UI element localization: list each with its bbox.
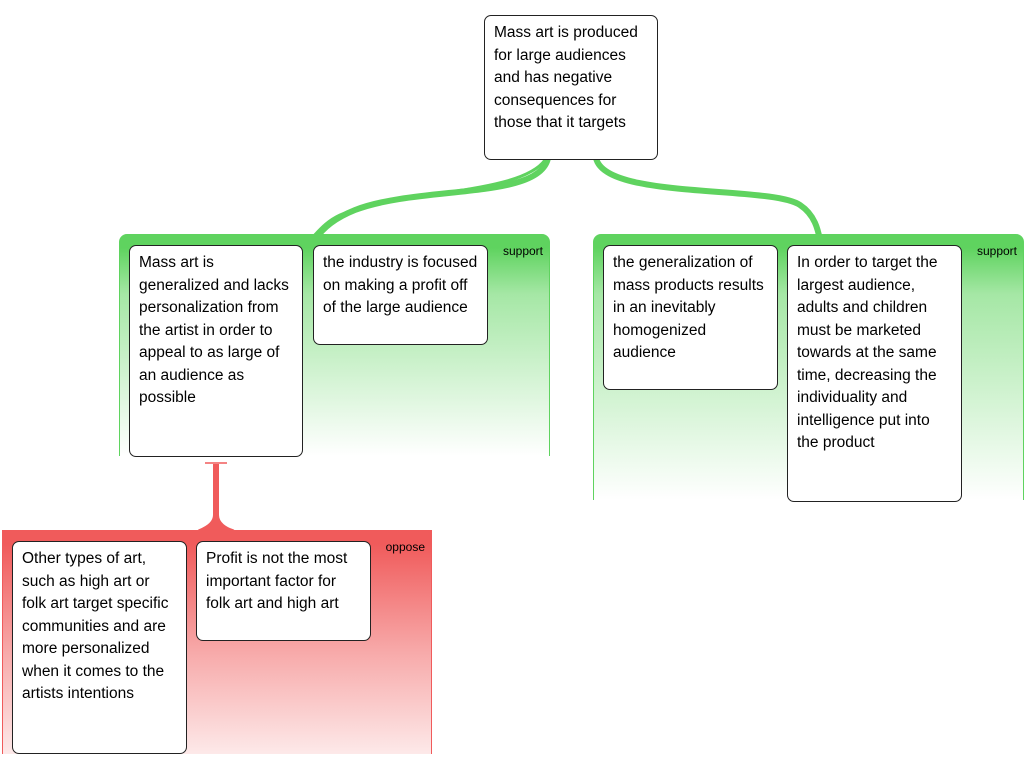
premise-text: In order to target the largest audience,…: [797, 254, 938, 451]
objection-text: Other types of art, such as high art or …: [22, 550, 169, 702]
objection-text: Profit is not the most important factor …: [206, 550, 348, 612]
premise-card[interactable]: Mass art is generalized and lacks person…: [129, 245, 303, 457]
oppose-label: oppose: [385, 540, 425, 554]
premise-text: Mass art is generalized and lacks person…: [139, 254, 289, 406]
premise-text: the generalization of mass products resu…: [613, 254, 764, 361]
claim-text: Mass art is produced for large audiences…: [494, 24, 638, 131]
claim-card[interactable]: Mass art is produced for large audiences…: [484, 15, 658, 160]
premise-card[interactable]: the industry is focused on making a prof…: [313, 245, 488, 345]
objection-card[interactable]: Other types of art, such as high art or …: [12, 541, 187, 754]
support-connector-left: [312, 157, 551, 242]
premise-text: the industry is focused on making a prof…: [323, 254, 478, 316]
oppose-connector: [197, 464, 235, 535]
support-label: support: [976, 244, 1017, 258]
support-label: support: [502, 244, 543, 258]
premise-card[interactable]: the generalization of mass products resu…: [603, 245, 778, 390]
premise-card[interactable]: In order to target the largest audience,…: [787, 245, 962, 502]
support-connector-left-inner: [308, 159, 547, 242]
objection-card[interactable]: Profit is not the most important factor …: [196, 541, 371, 641]
support-connector-right: [593, 156, 823, 241]
